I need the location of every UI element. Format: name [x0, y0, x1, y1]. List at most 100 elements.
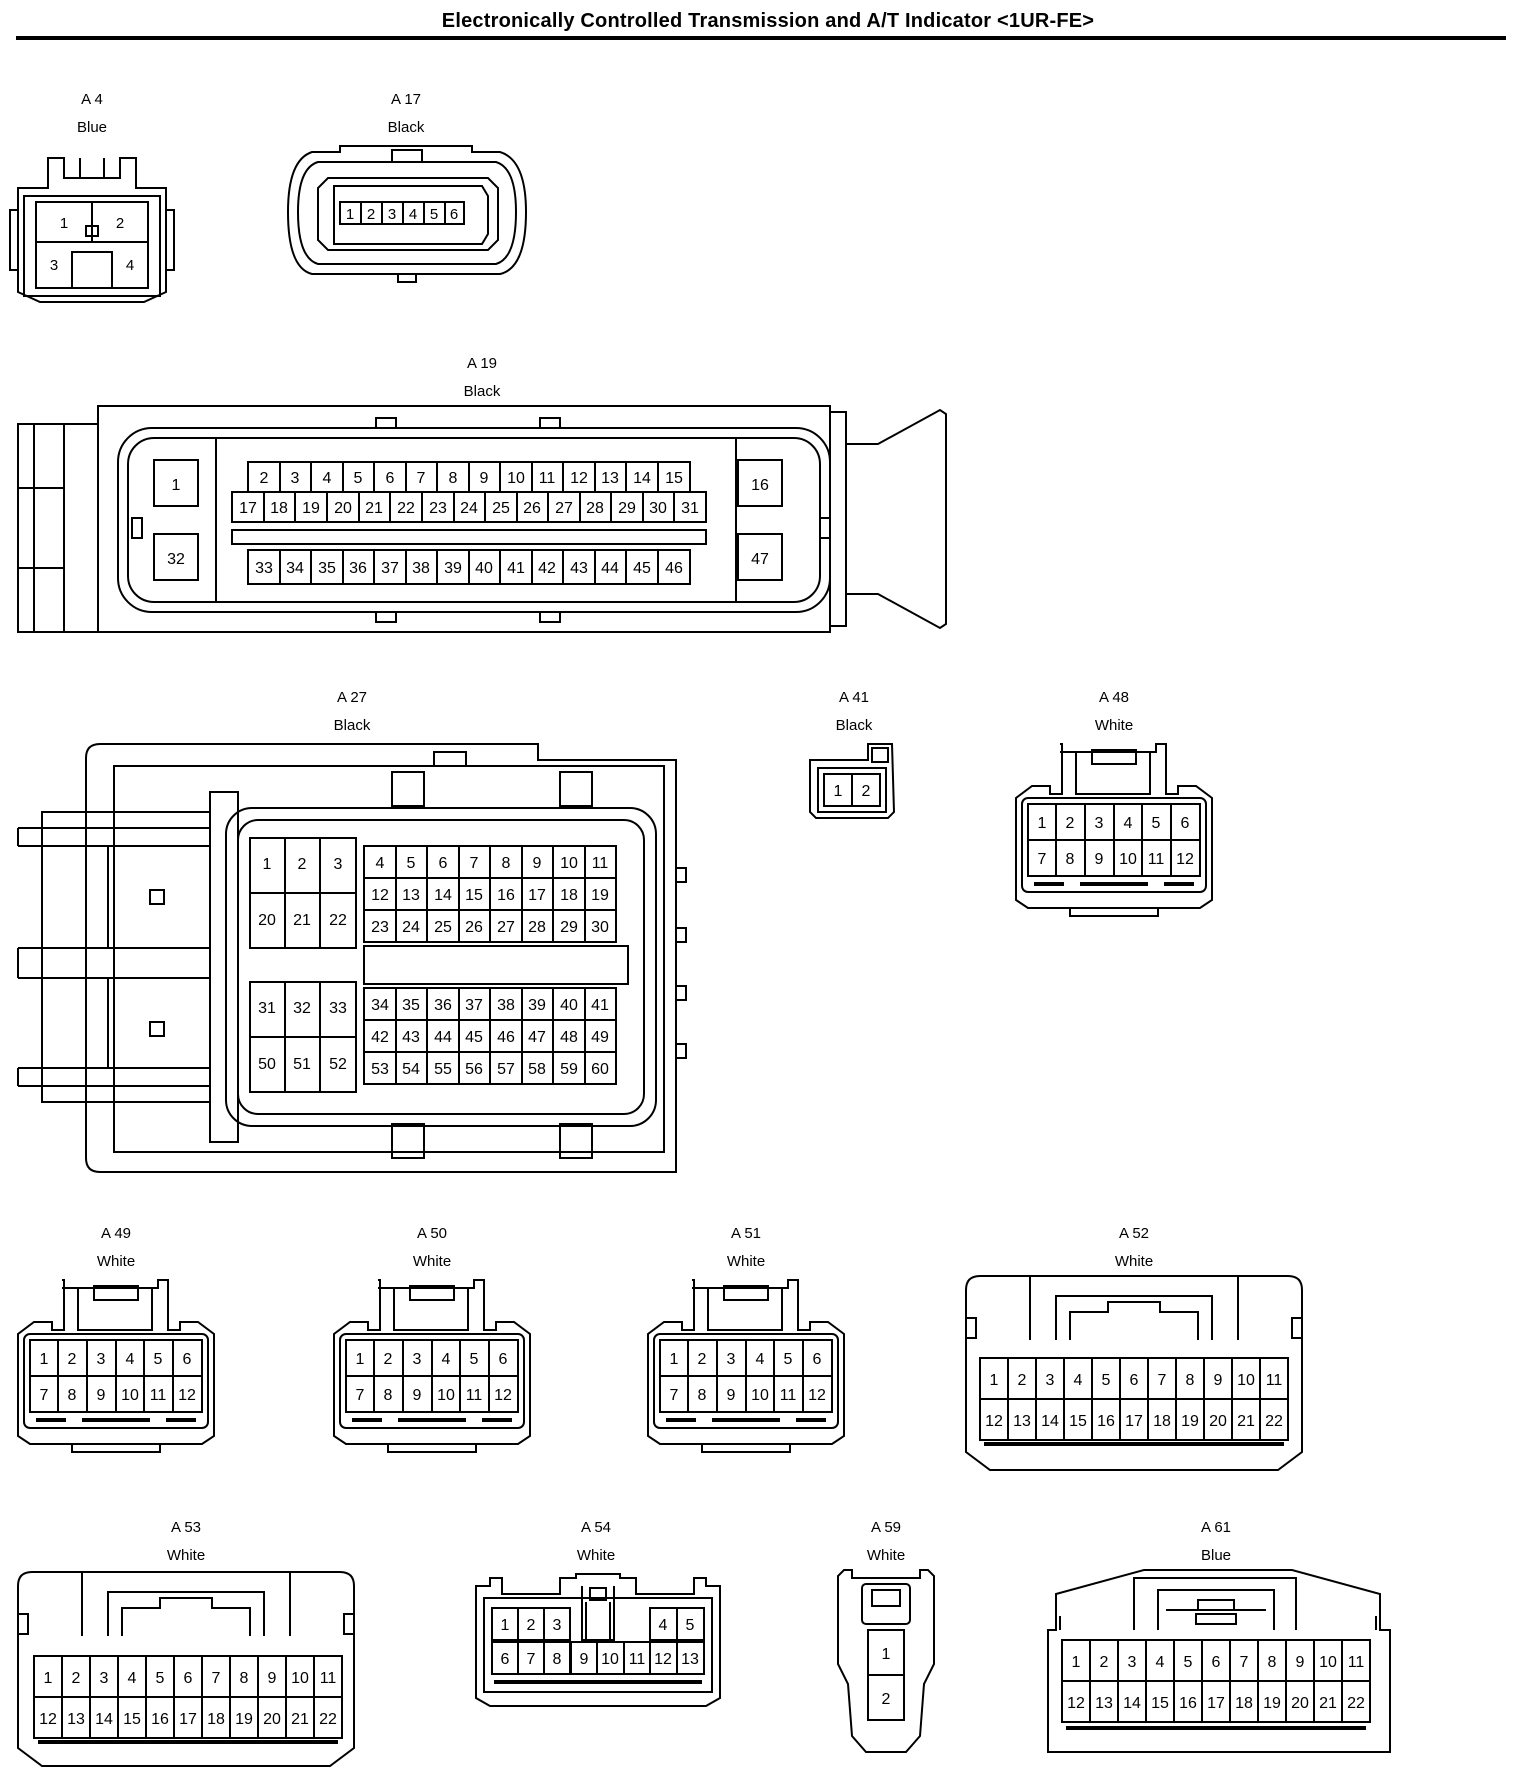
pin-label: 7 [670, 1387, 679, 1404]
pin-label: 31 [258, 1000, 276, 1017]
pin-label: 13 [67, 1711, 85, 1728]
pin-label: 32 [293, 1000, 311, 1017]
pin-label: 24 [402, 919, 420, 936]
connector-id: A 19 [467, 355, 497, 372]
connector-color: White [167, 1547, 205, 1564]
pin-label: 14 [1123, 1695, 1141, 1712]
pin-label: 43 [570, 560, 588, 577]
pin-label: 60 [591, 1061, 609, 1078]
pin-label: 13 [681, 1651, 699, 1668]
pin-label: 26 [465, 919, 483, 936]
pin-label: 5 [354, 470, 363, 487]
pin-label: 18 [560, 887, 578, 904]
pin-label: 7 [1158, 1372, 1167, 1389]
connector-color: Blue [77, 119, 107, 136]
pin-label: 57 [497, 1061, 515, 1078]
pin-label: 40 [475, 560, 493, 577]
pin-label: 24 [460, 500, 478, 517]
connector-color: White [1115, 1253, 1153, 1270]
pin-label: 39 [444, 560, 462, 577]
pin-label: 11 [150, 1387, 167, 1404]
pin-label: 8 [698, 1387, 707, 1404]
connector-a27: A 27 Black [17, 689, 687, 1173]
pin-label: 1 [172, 477, 181, 494]
pin-label: 35 [318, 560, 336, 577]
pin-label: 5 [407, 855, 416, 872]
pin-label: 7 [1240, 1654, 1249, 1671]
pin-label: 14 [95, 1711, 113, 1728]
pin-label: 1 [44, 1670, 53, 1687]
pin-label: 12 [178, 1387, 196, 1404]
title-rule [16, 36, 1506, 40]
connector-a61: A 61 Blue 1 2 3 4 5 6 7 8 9 10 11 12 13 … [1047, 1519, 1391, 1753]
connector-id: A 50 [417, 1225, 447, 1242]
pin-label: 11 [1148, 851, 1165, 868]
pin-label: 46 [665, 560, 683, 577]
connector-id: A 4 [81, 91, 103, 108]
connector-color: White [867, 1547, 905, 1564]
pin-label: 7 [356, 1387, 365, 1404]
pin-label: 10 [437, 1387, 455, 1404]
pin-grid [231, 461, 707, 585]
pin-label: 8 [68, 1387, 77, 1404]
connector-id: A 27 [337, 689, 367, 706]
pin-label: 47 [528, 1029, 546, 1046]
pin-label: 55 [434, 1061, 452, 1078]
connector-color: White [413, 1253, 451, 1270]
pin-label: 1 [670, 1351, 679, 1368]
pin-label: 9 [268, 1670, 277, 1687]
pin-label: 8 [502, 855, 511, 872]
pin-label: 1 [882, 1646, 891, 1663]
pin-label: 31 [681, 500, 699, 517]
connector-color: Black [388, 119, 425, 136]
pin-label: 29 [560, 919, 578, 936]
pin-label: 22 [1265, 1413, 1283, 1430]
pin-label: 38 [412, 560, 430, 577]
pin-label: 10 [560, 855, 578, 872]
pin-label: 9 [1214, 1372, 1223, 1389]
pin-label: 19 [591, 887, 609, 904]
pin-label: 5 [1102, 1372, 1111, 1389]
pin-label: 15 [665, 470, 683, 487]
connector-a4: A 4 Blue 1 2 3 4 [9, 91, 175, 303]
pin-label: 3 [1046, 1372, 1055, 1389]
pin-label: 5 [1184, 1654, 1193, 1671]
pin-label: 9 [1095, 851, 1104, 868]
pin-label: 21 [365, 500, 383, 517]
pin-label: 5 [1152, 815, 1161, 832]
pin-label: 1 [263, 856, 272, 873]
connector-color: White [97, 1253, 135, 1270]
pin-label: 11 [592, 855, 609, 872]
pin-label: 14 [633, 470, 651, 487]
pin-label: 20 [1291, 1695, 1309, 1712]
pin-label: 11 [1266, 1372, 1283, 1389]
connector-a49: A 49 White 1 2 3 4 5 6 7 8 9 10 11 12 [17, 1225, 215, 1453]
pin-label: 8 [449, 470, 458, 487]
pin-label: 1 [1038, 815, 1047, 832]
pin-label: 12 [39, 1711, 57, 1728]
pin-label: 8 [240, 1670, 249, 1687]
pin-label: 2 [527, 1617, 536, 1634]
pin-label: 44 [434, 1029, 452, 1046]
pin-label: 5 [154, 1351, 163, 1368]
pin-label: 18 [1153, 1413, 1171, 1430]
connector-color: Black [836, 717, 873, 734]
pin-label: 30 [649, 500, 667, 517]
pin-label: 20 [1209, 1413, 1227, 1430]
pin-label: 45 [465, 1029, 483, 1046]
pin-label: 2 [1018, 1372, 1027, 1389]
pin-label: 9 [1296, 1654, 1305, 1671]
pin-label: 4 [409, 206, 417, 223]
pin-label: 41 [507, 560, 525, 577]
pin-label: 25 [492, 500, 510, 517]
pin-label: 7 [212, 1670, 221, 1687]
pin-label: 12 [985, 1413, 1003, 1430]
pin-label: 22 [319, 1711, 337, 1728]
pin-label: 8 [553, 1651, 562, 1668]
pin-label: 22 [1347, 1695, 1365, 1712]
pin-label: 15 [465, 887, 483, 904]
pin-label: 2 [298, 856, 307, 873]
pin-label: 52 [329, 1056, 347, 1073]
pin-label: 2 [882, 1691, 891, 1708]
pin-label: 11 [1348, 1654, 1365, 1671]
